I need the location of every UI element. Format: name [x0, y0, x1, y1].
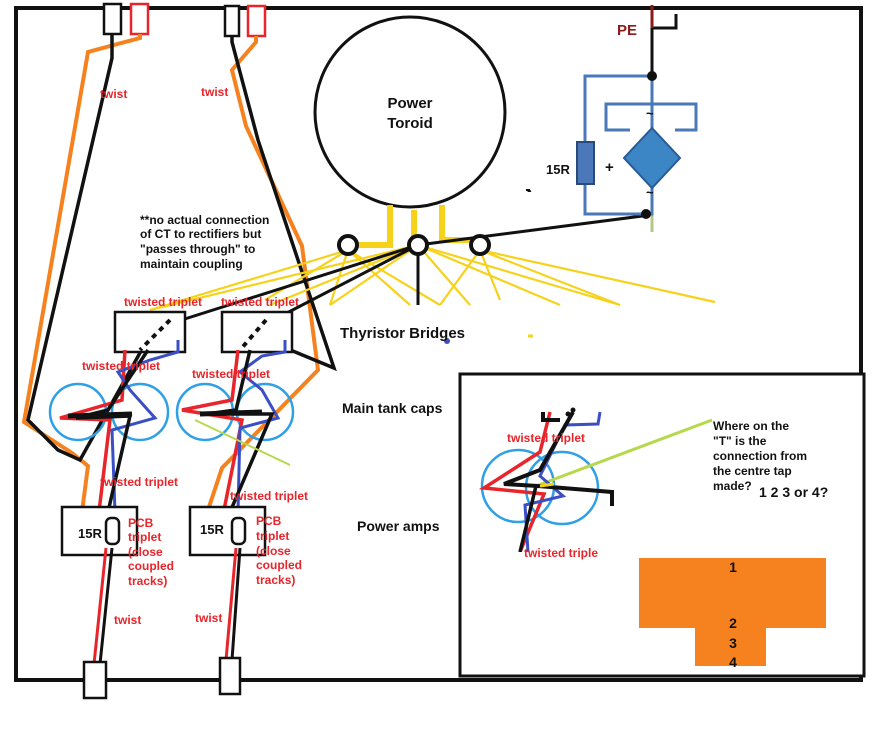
svg-text:~: ~: [646, 106, 654, 121]
inset-closeup: [478, 407, 713, 553]
question-line-4: the centre tap: [713, 464, 792, 478]
toroid-label-2: Toroid: [387, 115, 433, 132]
pcb-triplet-right-1: PCB: [256, 514, 282, 528]
ct-note-line-3: "passes through" to: [140, 242, 255, 256]
pcb-triplet-right-5: tracks): [256, 573, 295, 587]
question-line-5: made?: [713, 479, 752, 493]
amp-resistor-label-left: 15R: [78, 526, 102, 541]
svg-text:~: ~: [646, 185, 654, 200]
twisted-triplet-label-3: twisted triplet: [82, 359, 160, 373]
twisted-triplet-label-5: twisted triplet: [100, 475, 178, 489]
pcb-triplet-right-2: triplet: [256, 529, 289, 543]
pe-label: PE: [617, 22, 637, 39]
main-tank-caps-label: Main tank caps: [342, 400, 443, 416]
pcb-triplet-right-3: (close: [256, 544, 291, 558]
pe-plus-label: +: [605, 159, 614, 176]
question-options: 1 2 3 or 4?: [759, 484, 828, 500]
thyristor-bridges-label: Thyristor Bridges: [340, 325, 465, 342]
twisted-triplet-label-2: twisted triplet: [221, 295, 299, 309]
pe-resistor-label: 15R: [546, 162, 570, 177]
pcb-triplet-left-5: tracks): [128, 574, 167, 588]
pe-bridge-diamond: [622, 126, 682, 190]
thyristor-bridge-left: [113, 310, 187, 354]
question-line-3: connection from: [713, 449, 807, 463]
pcb-triplet-right-4: coupled: [256, 558, 302, 572]
twist-label-bottom-right: twist: [195, 611, 222, 625]
pcb-triplet-left-1: PCB: [128, 516, 154, 530]
black-wire-left: [26, 34, 152, 463]
ct-note-line-2: of CT to rectifiers but: [140, 227, 261, 241]
output-connector-right: [218, 656, 242, 696]
minus-label: -: [527, 182, 532, 198]
pcb-triplet-left-2: triplet: [128, 530, 161, 544]
amp-resistor-label-right: 15R: [200, 522, 224, 537]
pcb-triplet-left-4: coupled: [128, 559, 174, 573]
red-wire-right: [181, 349, 245, 521]
t-position-2: 2: [729, 615, 737, 631]
lime-line-left: [194, 419, 291, 466]
pe-resistor: [576, 141, 595, 185]
toroid-terminals: [337, 234, 491, 256]
ct-note-line-4: maintain coupling: [140, 257, 243, 271]
chassis-outline: [14, 6, 863, 682]
inset-twisted-triplet-label: twisted triplet: [507, 431, 585, 445]
t-position-1: 1: [729, 559, 737, 575]
resistor-amp-left: [104, 516, 121, 546]
question-line-2: "T" is the: [713, 434, 767, 448]
orange-wire-left: [21, 34, 142, 513]
question-line-1: Where on the: [713, 419, 789, 433]
pe-node-bottom: [641, 209, 651, 219]
ct-note-line-1: **no actual connection: [140, 213, 269, 227]
red-wire-left: [59, 349, 127, 521]
t-position-3: 3: [729, 635, 737, 651]
blue-wire-left: [110, 340, 180, 513]
power-amps-label: Power amps: [357, 518, 440, 534]
twisted-triplet-label-6: twisted triplet: [230, 489, 308, 503]
toroid-lead-left: [355, 205, 393, 248]
power-toroid: [313, 15, 507, 209]
t-position-4: 4: [729, 654, 737, 670]
resistor-amp-right: [230, 516, 247, 546]
twisted-triplet-label-1: twisted triplet: [124, 295, 202, 309]
twist-label-top-left: twist: [100, 87, 127, 101]
pe-node-top: [647, 71, 657, 81]
inset-twisted-triplet-partial: twisted triple: [524, 546, 598, 560]
twisted-triplet-label-4: twisted triplet: [192, 367, 270, 381]
black-wire-right: [230, 36, 337, 372]
centre-tap-t-shape: [639, 558, 826, 666]
toroid-label-1: Power: [387, 95, 432, 112]
twist-label-bottom-left: twist: [114, 613, 141, 627]
output-connector-left: [82, 660, 108, 700]
pcb-triplet-left-3: (close: [128, 545, 163, 559]
yellow-fanout-wires: [149, 243, 716, 312]
twist-label-top-right: twist: [201, 85, 228, 99]
power-amp-right: [188, 505, 267, 557]
power-amp-left: [60, 505, 139, 557]
blue-wire-right: [236, 340, 287, 513]
